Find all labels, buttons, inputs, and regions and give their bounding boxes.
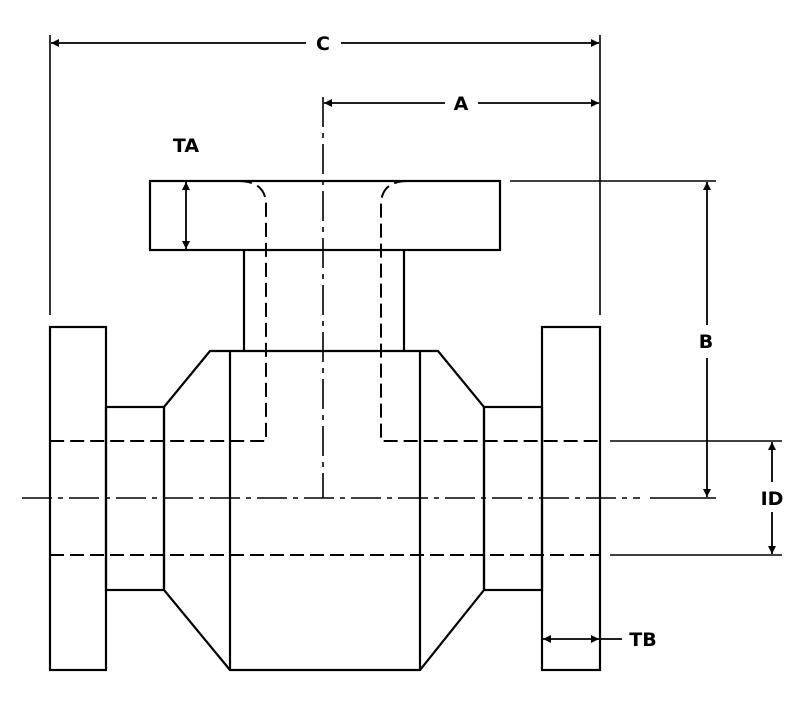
label-id: ID: [761, 488, 784, 510]
hidden-bore-left: [50, 180, 267, 442]
label-ta: TA: [173, 135, 199, 157]
id-label-mask: [758, 482, 788, 512]
label-b: B: [699, 331, 713, 353]
hidden-bore-right: [380, 180, 600, 442]
label-a: A: [454, 93, 469, 115]
valve-body: [162, 349, 486, 672]
handle: [148, 179, 502, 252]
label-c: C: [316, 33, 330, 55]
label-tb: TB: [629, 629, 656, 651]
